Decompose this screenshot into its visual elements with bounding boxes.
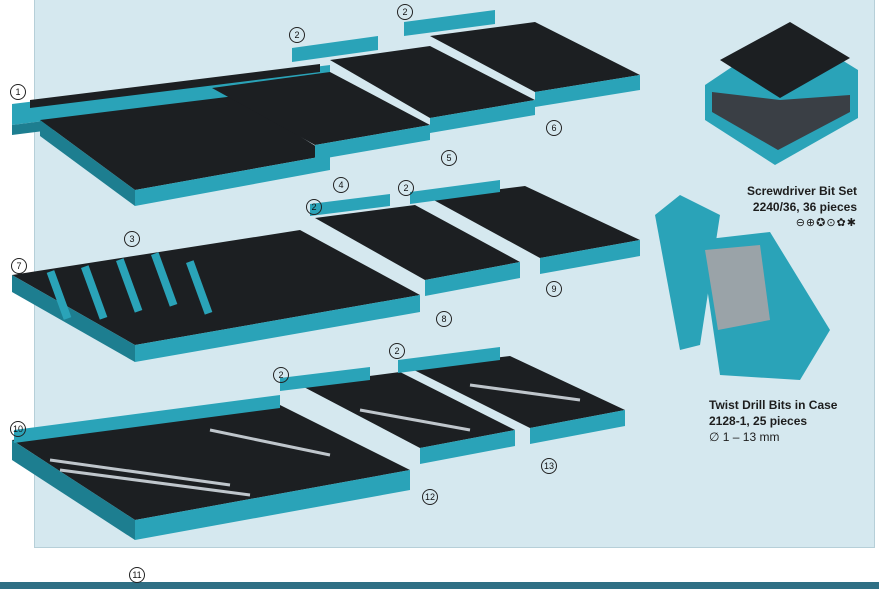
bit-type-icons: ⊖⊕✪⊙✿✱ bbox=[795, 217, 857, 229]
callout-4: 4 bbox=[333, 177, 349, 193]
screwdriver-handles bbox=[46, 252, 213, 320]
callout-12: 12 bbox=[422, 489, 438, 505]
tray-module-10-11 bbox=[12, 395, 410, 540]
tray-module-3 bbox=[40, 96, 330, 206]
callout-3: 3 bbox=[124, 231, 140, 247]
bit-set-caption: Screwdriver Bit Set 2240/36, 36 pieces ⊖… bbox=[700, 183, 857, 231]
callout-11: 11 bbox=[129, 567, 145, 583]
lid-strips-row1 bbox=[292, 10, 495, 62]
tray-module-4 bbox=[212, 72, 430, 160]
drill-bits-caption: Twist Drill Bits in Case 2128-1, 25 piec… bbox=[709, 397, 869, 445]
drill-bit-case bbox=[655, 195, 830, 380]
tray-module-6 bbox=[430, 22, 640, 107]
callout-6: 6 bbox=[546, 120, 562, 136]
callout-8: 8 bbox=[436, 311, 452, 327]
tray-module-8 bbox=[315, 205, 520, 296]
bit-set-title: Screwdriver Bit Set bbox=[746, 184, 857, 198]
callout-5: 5 bbox=[441, 150, 457, 166]
bit-set-subtitle: 2240/36, 36 pieces bbox=[752, 200, 857, 214]
callout-10: 10 bbox=[10, 421, 26, 437]
tray-module-7 bbox=[12, 230, 420, 362]
callout-7: 7 bbox=[11, 258, 27, 274]
tray-module-5 bbox=[330, 46, 535, 133]
callout-2: 2 bbox=[398, 180, 414, 196]
callout-2: 2 bbox=[397, 4, 413, 20]
callout-9: 9 bbox=[546, 281, 562, 297]
lid-strips-row3 bbox=[280, 347, 500, 391]
wrench-outlines bbox=[49, 383, 581, 497]
drill-bits-subtitle: 2128-1, 25 pieces bbox=[709, 414, 808, 428]
callout-2: 2 bbox=[306, 199, 322, 215]
lid-strips-row2 bbox=[310, 180, 500, 216]
tray-module-9 bbox=[430, 186, 640, 274]
callout-2: 2 bbox=[389, 343, 405, 359]
bottom-bar bbox=[0, 582, 879, 589]
callout-2: 2 bbox=[273, 367, 289, 383]
callout-1: 1 bbox=[10, 84, 26, 100]
drill-bits-range: ∅ 1 – 13 mm bbox=[709, 430, 780, 444]
bit-set-case bbox=[705, 22, 858, 165]
drill-bits-title: Twist Drill Bits in Case bbox=[709, 398, 838, 412]
callout-2: 2 bbox=[289, 27, 305, 43]
callout-13: 13 bbox=[541, 458, 557, 474]
